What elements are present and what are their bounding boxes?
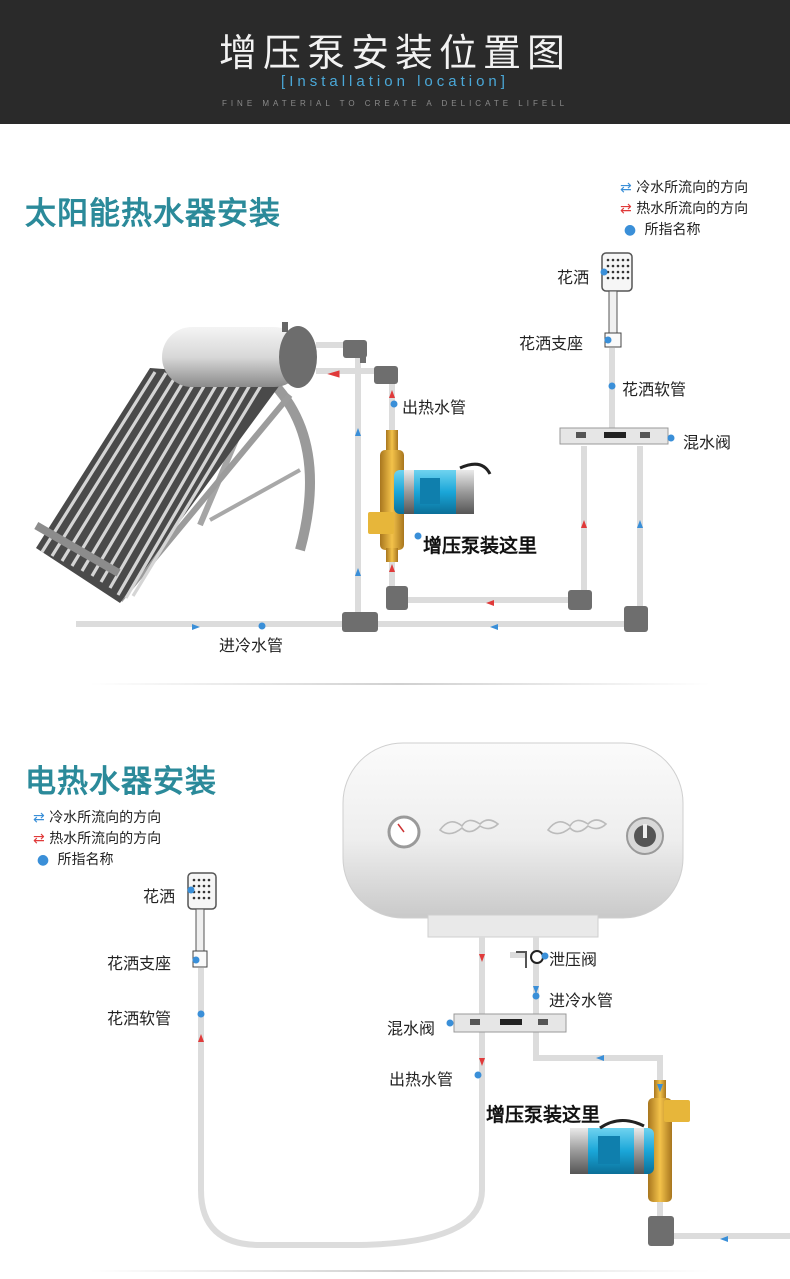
solar-label-mixer: 混水阀 [683,433,732,452]
electric-legend: ⇄ 冷水所流向的方向 ⇄ 热水所流向的方向 ● 所指名称 [33,808,161,871]
cold-arrow-icon: ⇄ [33,810,45,826]
header-banner: 增压泵安装位置图 [Installation location] FINE MA… [0,0,790,124]
electric-pipes [198,937,790,1248]
electric-label-hot-pipe: 出热水管 [389,1070,454,1089]
legend-hot-label: 热水所流向的方向 [636,201,749,217]
legend-cold: ⇄ 冷水所流向的方向 [33,808,161,829]
solar-label-hot-pipe: 出热水管 [402,398,467,417]
legend-hot-label: 热水所流向的方向 [49,831,162,847]
solar-label-shower-holder: 花洒支座 [519,334,584,353]
page-title: 增压泵安装位置图 [218,31,571,75]
electric-mixer-valve [453,1013,567,1033]
hot-arrow-icon: ⇄ [620,201,632,217]
hot-arrow-icon: ⇄ [33,831,45,847]
legend-point-label: 所指名称 [57,852,114,868]
solar-label-shower: 花洒 [557,268,590,287]
solar-mixer-valve [559,427,669,445]
electric-label-cold-pipe: 进冷水管 [549,991,614,1010]
electric-booster-pump [570,1080,690,1202]
section-divider-1 [90,683,710,685]
legend-cold: ⇄ 冷水所流向的方向 [620,178,748,199]
electric-label-shower-hose: 花洒软管 [107,1009,172,1028]
solar-label-shower-hose: 花洒软管 [622,380,687,399]
legend-cold-label: 冷水所流向的方向 [636,180,749,196]
legend-point-label: 所指名称 [644,222,701,238]
page-tagline: FINE MATERIAL TO CREATE A DELICATE LIFEL… [221,99,569,108]
dot-icon: ● [623,222,637,238]
solar-legend: ⇄ 冷水所流向的方向 ⇄ 热水所流向的方向 ● 所指名称 [620,178,748,241]
dot-icon: ● [36,852,50,868]
solar-section-title: 太阳能热水器安装 [25,196,281,232]
solar-label-cold-pipe: 进冷水管 [219,636,284,655]
solar-elbows [342,340,648,632]
solar-point-dots [258,268,675,630]
legend-hot: ⇄ 热水所流向的方向 [33,829,161,850]
electric-label-shower: 花洒 [143,887,176,906]
section-divider-2 [90,1270,710,1272]
electric-flow-arrows [198,954,728,1242]
electric-point-dots [187,886,549,1079]
electric-label-mixer: 混水阀 [387,1019,436,1038]
electric-label-pump-here: 增压泵装这里 [486,1104,601,1126]
cold-arrow-icon: ⇄ [620,180,632,196]
electric-water-heater [342,742,684,938]
legend-point: ● 所指名称 [620,220,748,241]
electric-label-relief-valve: 泄压阀 [549,950,598,969]
solar-water-heater [34,322,317,603]
legend-cold-label: 冷水所流向的方向 [49,810,162,826]
solar-flow-arrows [192,370,643,630]
electric-section-title: 电热水器安装 [25,764,217,800]
page-subtitle: [Installation location] [281,73,509,90]
legend-point: ● 所指名称 [33,850,161,871]
solar-shower-head [601,252,633,348]
electric-elbows [648,1216,674,1246]
electric-label-shower-holder: 花洒支座 [107,954,172,973]
solar-booster-pump [368,430,492,562]
solar-label-pump-here: 增压泵装这里 [423,535,538,557]
legend-hot: ⇄ 热水所流向的方向 [620,199,748,220]
